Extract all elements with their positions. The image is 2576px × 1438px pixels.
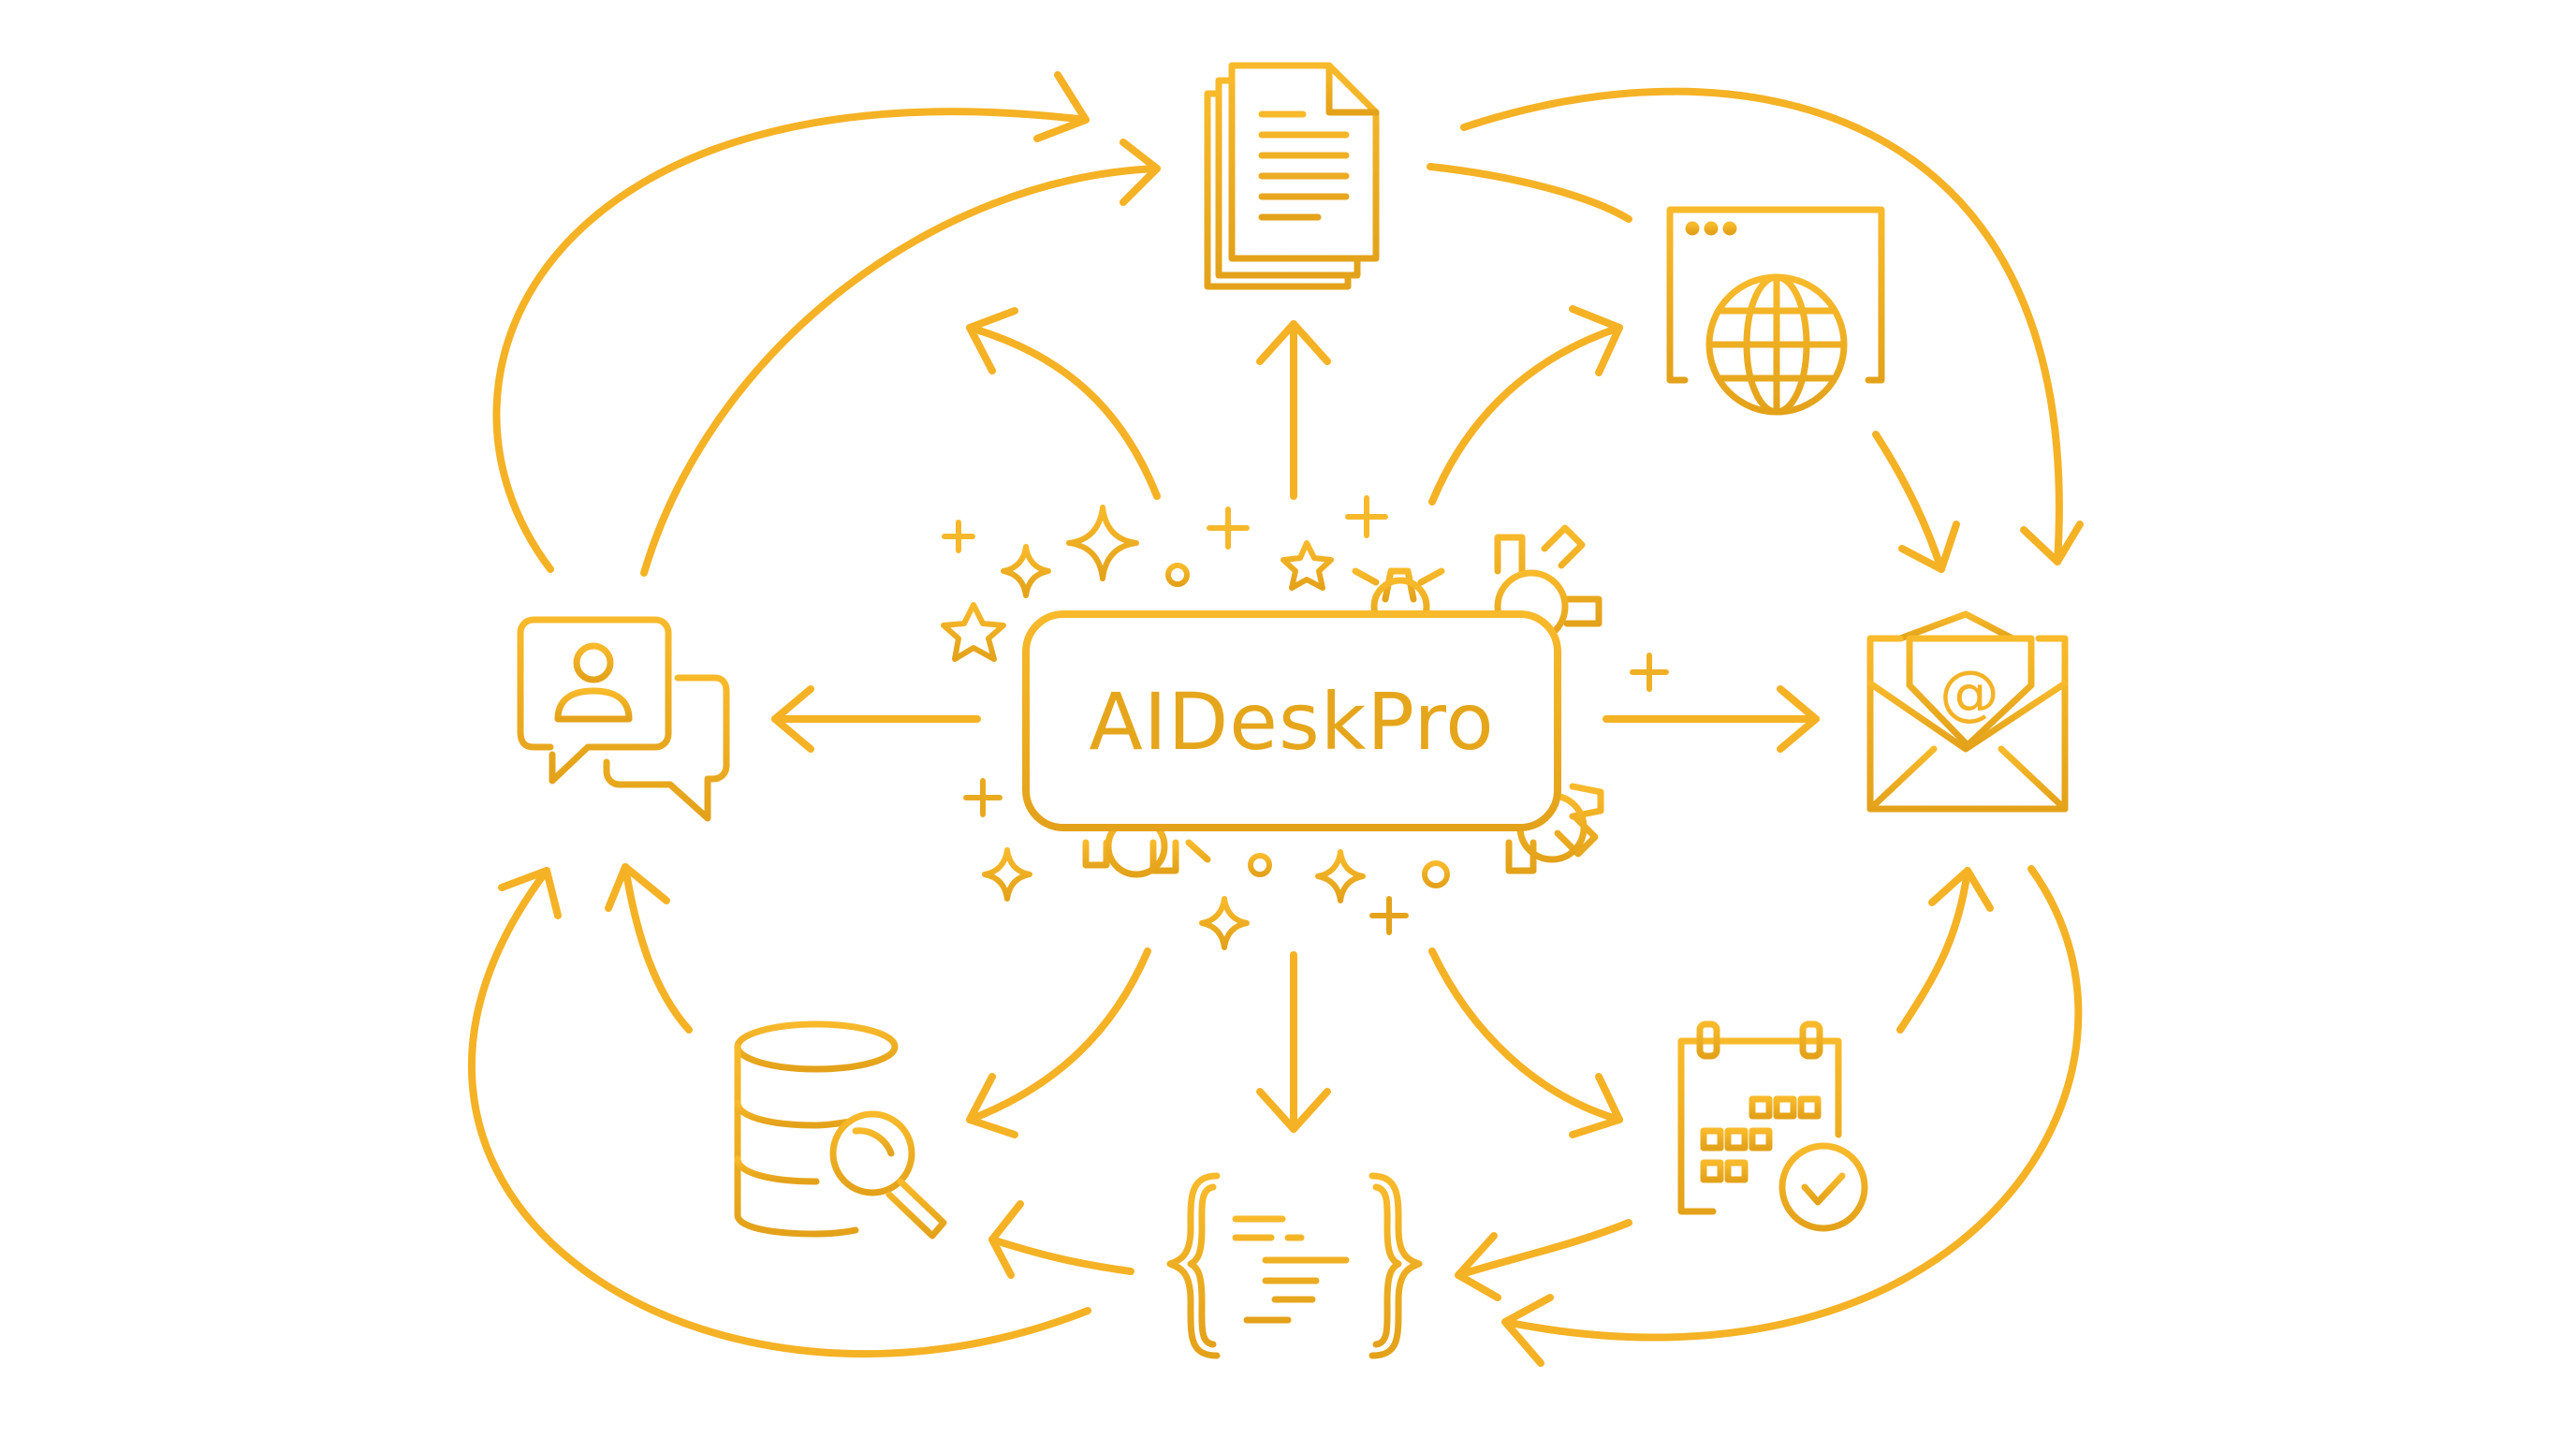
- arrow-hub-to-code: [1256, 951, 1331, 1133]
- arrow-documents-to-email-outer: [1460, 87, 2084, 565]
- sparkle-icon: [1066, 505, 1139, 581]
- arrow-calendar-to-email: [1896, 867, 1994, 1034]
- arrow-hub-to-email: [1603, 685, 1820, 753]
- sparkle-icon: [1199, 896, 1250, 950]
- browser-globe-icon: [1666, 206, 1885, 416]
- arrow-email-to-code-outer: [1501, 865, 2083, 1367]
- user-avatar-icon: [573, 642, 614, 683]
- sparkle-icon: [1001, 544, 1051, 598]
- arrow-hub-to-upper-left: [966, 307, 1161, 500]
- calendar-check-icon: [1677, 1020, 1868, 1232]
- sparkle-icon: [1315, 849, 1366, 903]
- database-search-icon: [734, 1020, 947, 1240]
- arrow-web-to-email: [1872, 431, 1960, 573]
- arrow-hub-to-calendar: [1428, 947, 1623, 1138]
- chat-user-icon: [517, 616, 730, 822]
- arrow-hub-to-chat: [771, 685, 981, 753]
- brand-name: AIDeskPro: [1089, 676, 1494, 768]
- arrow-chat-to-documents-inner: [640, 139, 1161, 577]
- arrow-documents-to-web: [1427, 163, 1632, 223]
- hub-box: [1022, 610, 1561, 831]
- arrow-code-to-database: [988, 1200, 1134, 1279]
- star-icon: [1281, 540, 1334, 591]
- arrow-hub-to-web: [1428, 305, 1623, 506]
- arrow-calendar-to-code: [1455, 1219, 1632, 1301]
- arrow-chat-to-documents-outer: [492, 71, 1090, 573]
- sparkle-icons: [941, 495, 1669, 950]
- arrow-hub-to-documents: [1256, 320, 1331, 500]
- center-hub: AIDeskPro: [941, 495, 1669, 950]
- arrow-hub-to-database: [966, 947, 1151, 1138]
- sparkle-icon: [982, 847, 1032, 902]
- star-icon: [941, 602, 1006, 662]
- email-envelope-icon: @: [1866, 610, 2069, 813]
- arrow-code-to-chat-outer: [467, 867, 1091, 1358]
- arrow-database-to-chat: [605, 863, 693, 1034]
- code-braces-icon: [1166, 1172, 1423, 1359]
- document-stack-icon: [1204, 62, 1380, 290]
- magnifier-icon: [829, 1110, 915, 1196]
- at-symbol: @: [1939, 659, 1999, 728]
- connector-arrows: [467, 71, 2084, 1367]
